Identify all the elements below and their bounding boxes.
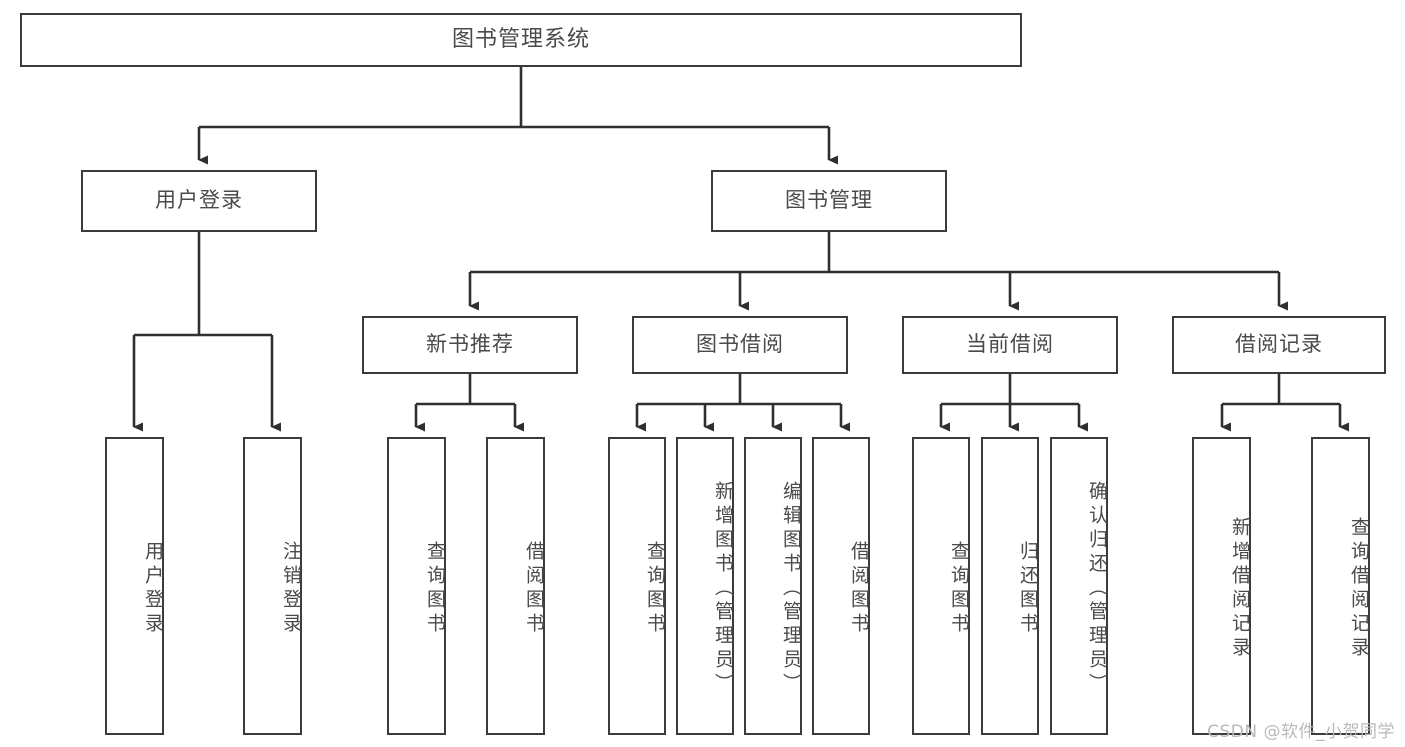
node-label: 归还图书 (1017, 541, 1039, 637)
leaf-current-borrow-confirm-return-admin[interactable]: 确认归还（管理员） (1050, 437, 1108, 735)
node-label: 用户登录 (142, 541, 164, 637)
node-label: 新增借阅记录 (1229, 517, 1251, 661)
node-label: 图书借阅 (696, 332, 784, 357)
node-borrow-record[interactable]: 借阅记录 (1172, 316, 1386, 374)
node-label: 确认归还（管理员） (1086, 481, 1108, 697)
node-book-management[interactable]: 图书管理 (711, 170, 947, 232)
node-label: 借阅图书 (848, 541, 870, 637)
node-label: 新增图书（管理员） (712, 481, 734, 697)
node-label: 图书管理系统 (451, 26, 590, 52)
node-label: 查询图书 (948, 541, 970, 637)
leaf-book-borrow-borrow-book[interactable]: 借阅图书 (812, 437, 870, 735)
leaf-new-book-query-book[interactable]: 查询图书 (387, 437, 446, 735)
node-book-borrow[interactable]: 图书借阅 (632, 316, 848, 374)
node-label: 图书管理 (785, 188, 873, 213)
node-label: 查询图书 (424, 541, 446, 637)
leaf-borrow-record-query-record[interactable]: 查询借阅记录 (1311, 437, 1370, 735)
leaf-book-borrow-edit-book-admin[interactable]: 编辑图书（管理员） (744, 437, 802, 735)
leaf-borrow-record-add-record[interactable]: 新增借阅记录 (1192, 437, 1251, 735)
node-label: 查询借阅记录 (1348, 517, 1370, 661)
node-label: 查询图书 (644, 541, 666, 637)
leaf-user-login-logout[interactable]: 注销登录 (243, 437, 302, 735)
leaf-new-book-borrow-book[interactable]: 借阅图书 (486, 437, 545, 735)
node-label: 注销登录 (280, 541, 302, 637)
node-label: 借阅图书 (523, 541, 545, 637)
node-user-login[interactable]: 用户登录 (81, 170, 317, 232)
node-current-borrow[interactable]: 当前借阅 (902, 316, 1118, 374)
node-label: 当前借阅 (966, 332, 1054, 357)
node-root-book-management-system[interactable]: 图书管理系统 (20, 13, 1022, 67)
leaf-book-borrow-add-book-admin[interactable]: 新增图书（管理员） (676, 437, 734, 735)
leaf-user-login-login[interactable]: 用户登录 (105, 437, 164, 735)
leaf-current-borrow-return-book[interactable]: 归还图书 (981, 437, 1039, 735)
node-label: 借阅记录 (1235, 332, 1323, 357)
csdn-watermark: CSDN @软件_小贺同学 (1207, 722, 1395, 742)
node-new-book-recommend[interactable]: 新书推荐 (362, 316, 578, 374)
leaf-current-borrow-query-book[interactable]: 查询图书 (912, 437, 970, 735)
node-label: 新书推荐 (426, 332, 514, 357)
node-label: 编辑图书（管理员） (780, 481, 802, 697)
leaf-book-borrow-query-book[interactable]: 查询图书 (608, 437, 666, 735)
node-label: 用户登录 (155, 188, 243, 213)
